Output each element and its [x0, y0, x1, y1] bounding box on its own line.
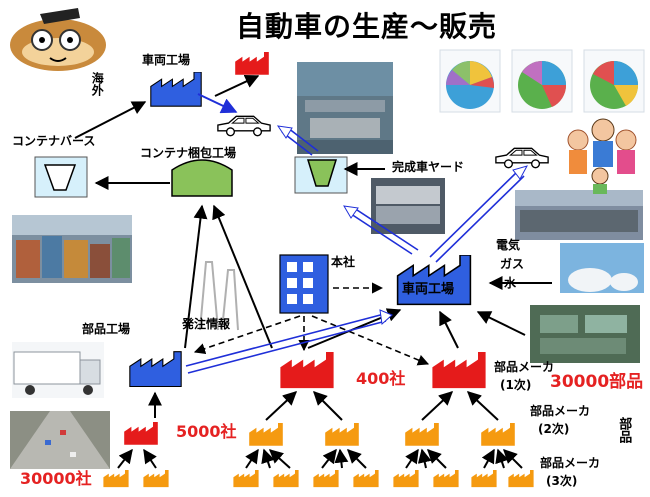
- water-treatment-photo: [530, 305, 640, 363]
- car-icon: [217, 115, 271, 137]
- pie-chart-group: [439, 49, 645, 113]
- container-packing-building: [171, 159, 233, 197]
- flow-arrows-black: [74, 74, 552, 469]
- label-parts-vertical: 部品: [616, 417, 632, 443]
- label-water: 水: [504, 276, 517, 290]
- page-title: 自動車の生産〜販売: [236, 10, 498, 43]
- tier3-factory: [508, 470, 534, 488]
- label-gas: ガス: [500, 257, 525, 271]
- label-parts-maker-3: 部品メーカ: [540, 456, 601, 470]
- label-tier-2: (2次): [538, 422, 570, 436]
- parts-factory-building: [129, 351, 182, 388]
- tier2-factory: [325, 423, 359, 446]
- tier1-factory-left: [280, 352, 334, 389]
- tier2-factory: [481, 423, 515, 446]
- label-overseas: 海外: [90, 72, 105, 96]
- label-parts-maker-2: 部品メーカ: [530, 404, 591, 418]
- tier3-factory: [103, 470, 129, 488]
- tier3-factory: [313, 470, 339, 488]
- tier3-factory: [353, 470, 379, 488]
- overseas-factory-blue: [150, 72, 202, 107]
- label-vehicle-factory-top: 車両工場: [142, 53, 191, 67]
- industrial-plant-photo: [515, 190, 643, 240]
- vehicle-flow-arrows-blue: [185, 93, 529, 374]
- tier2-factory: [405, 423, 439, 446]
- label-order-info: 発注情報: [182, 317, 231, 331]
- count-30000-parts: 30000部品: [550, 372, 644, 392]
- label-tier-3: (3次): [546, 474, 578, 488]
- tier3-factory: [143, 470, 169, 488]
- port-aerial-photo: [297, 62, 393, 154]
- label-finished-yard: 完成車ヤード: [392, 160, 465, 174]
- label-electricity: 電気: [496, 238, 521, 252]
- tier3-factory: [433, 470, 459, 488]
- label-headquarters: 本社: [331, 255, 356, 269]
- truck-photo: [12, 342, 104, 398]
- tier3-factory: [471, 470, 497, 488]
- label-vehicle-factory-main: 車両工場: [402, 282, 455, 297]
- car-icon: [495, 147, 549, 169]
- tier3-factory: [393, 470, 419, 488]
- mascot-icon: [10, 8, 106, 71]
- label-tier-1: (1次): [500, 378, 532, 392]
- tier3-factory: [273, 470, 299, 488]
- tier3-factory: [233, 470, 259, 488]
- tier1-factory-right: [432, 352, 486, 389]
- label-container-packing: コンテナ梱包工場: [140, 146, 237, 160]
- label-container-berth: コンテナバース: [12, 134, 96, 148]
- count-30000-companies: 30000社: [20, 469, 92, 488]
- container-berth-dock: [34, 156, 88, 198]
- tier2-factory: [249, 423, 283, 446]
- count-5000-companies: 5000社: [176, 422, 237, 441]
- order-info-arrows: [193, 282, 430, 366]
- car-carrier-photo: [371, 178, 445, 234]
- highway-traffic-photo: [10, 411, 110, 469]
- label-parts-maker-1: 部品メーカ: [494, 360, 555, 374]
- count-400-companies: 400社: [356, 369, 406, 388]
- container-yard-photo: [12, 215, 132, 283]
- gas-tank-photo: [560, 243, 644, 293]
- label-parts-factory: 部品工場: [82, 322, 131, 336]
- crane-photo: [190, 250, 240, 331]
- family-icon: [567, 118, 637, 194]
- headquarters-building: [279, 254, 329, 314]
- overseas-factory-red: [235, 52, 269, 75]
- tier2-factory-red: [124, 422, 158, 445]
- finished-yard-dock: [294, 156, 348, 194]
